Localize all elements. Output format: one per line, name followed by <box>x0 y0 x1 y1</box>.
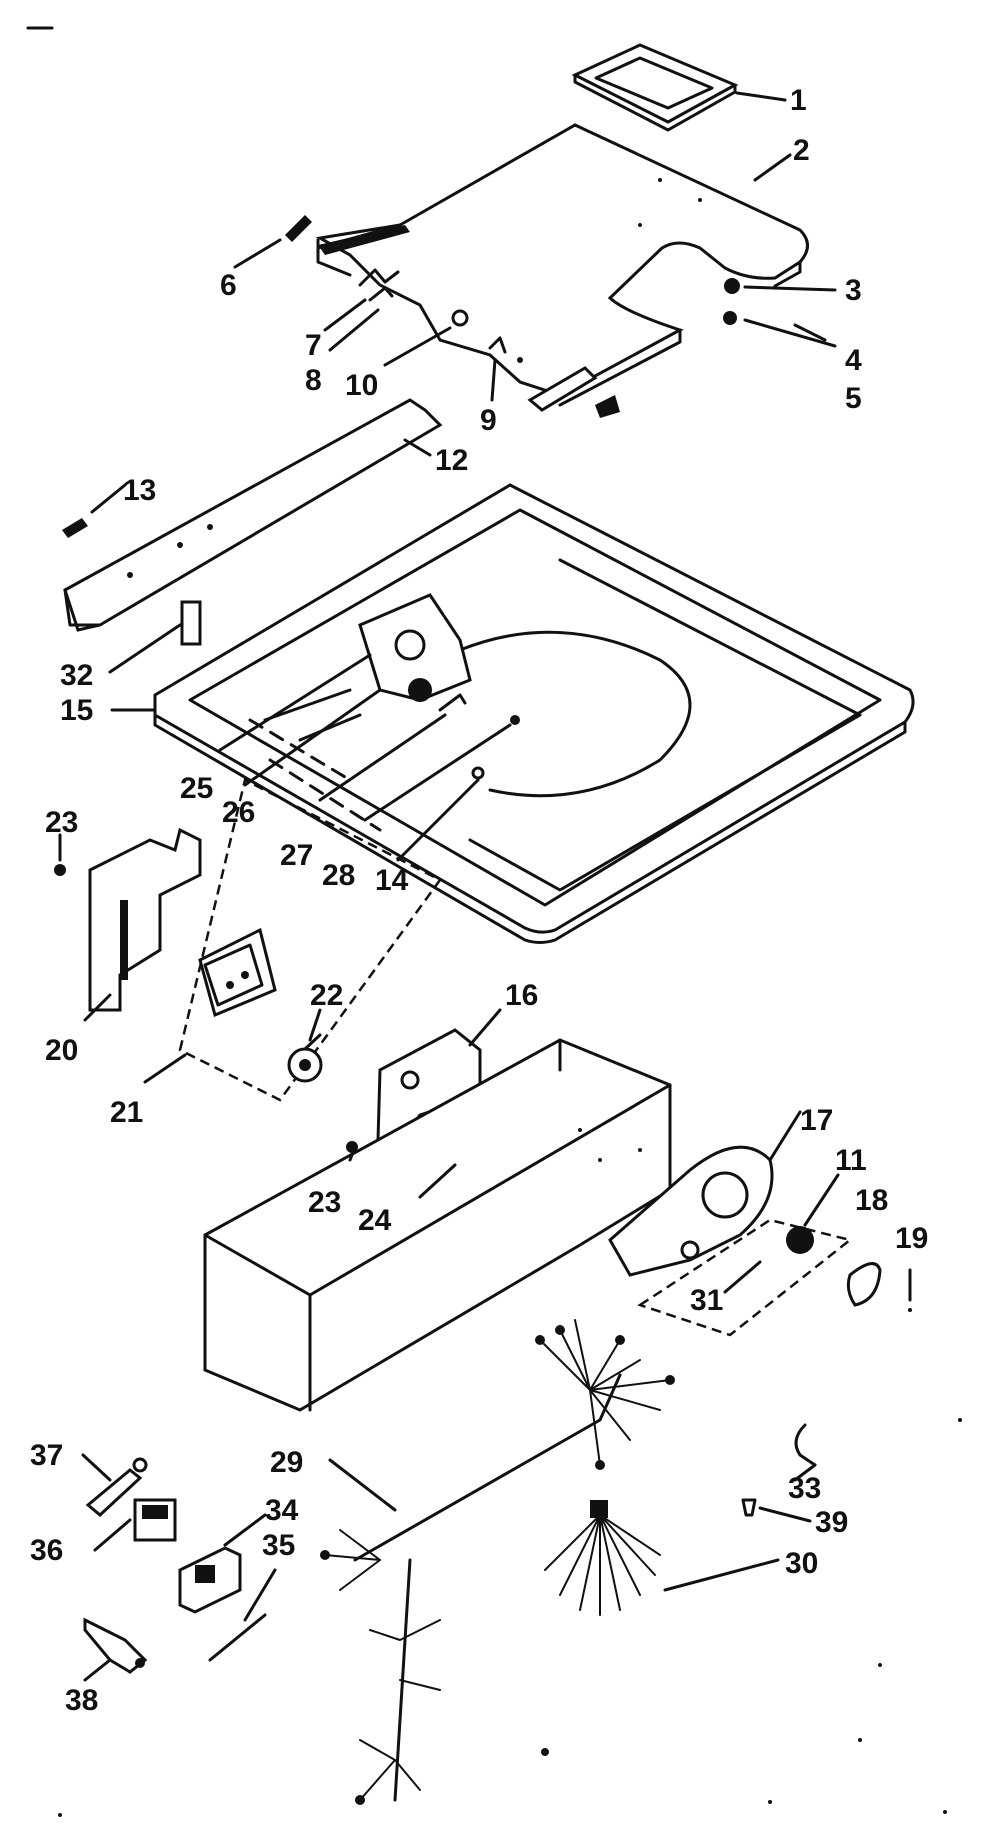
part-35-connector <box>208 1613 267 1662</box>
part-27-clip <box>438 693 467 712</box>
leader-lines <box>58 91 840 1682</box>
label-39: 39 <box>815 1506 848 1539</box>
label-16: 16 <box>505 979 538 1012</box>
label-26: 26 <box>222 796 255 829</box>
part-34-capacitor <box>178 1546 242 1614</box>
label-4: 4 <box>845 344 862 377</box>
part-31-plate <box>637 1218 853 1337</box>
part-29-wire-harness <box>320 1319 675 1805</box>
part-13-screw <box>62 518 88 538</box>
part-15-top-frame <box>153 483 915 944</box>
label-14: 14 <box>375 864 409 897</box>
label-28: 28 <box>322 859 355 892</box>
label-21: 21 <box>110 1096 143 1129</box>
label-2: 2 <box>793 134 810 167</box>
part-33-clip <box>794 1423 817 1467</box>
label-12: 12 <box>435 444 468 477</box>
label-30: 30 <box>785 1547 818 1580</box>
part-6-screw <box>285 215 312 242</box>
label-38: 38 <box>65 1684 98 1717</box>
label-23b: 23 <box>308 1186 341 1219</box>
label-23a: 23 <box>45 806 78 839</box>
part-3-knob <box>724 278 740 294</box>
label-11: 11 <box>835 1144 867 1177</box>
part-19-pin <box>908 1268 912 1312</box>
label-13: 13 <box>123 474 156 507</box>
label-37: 37 <box>30 1439 63 1472</box>
label-5: 5 <box>845 382 862 415</box>
part-1-lid-insert <box>571 43 739 132</box>
part-21-control-panel <box>178 778 442 1102</box>
label-18: 18 <box>855 1184 888 1217</box>
label-27: 27 <box>280 839 313 872</box>
part-2-top-cover <box>315 123 809 407</box>
part-30-terminal-bundle <box>544 1500 661 1616</box>
part-39-tie <box>741 1498 757 1517</box>
label-35: 35 <box>262 1529 295 1562</box>
part-38-terminal <box>83 1617 148 1674</box>
label-8: 8 <box>305 364 322 397</box>
label-9: 9 <box>480 404 497 437</box>
part-28-screw <box>510 715 520 725</box>
part-10-spring <box>451 309 469 327</box>
label-29: 29 <box>270 1446 303 1479</box>
label-10: 10 <box>345 369 378 402</box>
label-32: 32 <box>60 659 93 692</box>
part-23-nut-upper <box>54 864 66 876</box>
label-22: 22 <box>310 979 343 1012</box>
scan-speckles <box>58 1418 962 1817</box>
label-3: 3 <box>845 274 862 307</box>
part-number-labels: 1 2 3 4 5 6 7 8 9 10 11 12 13 14 15 16 1… <box>30 84 928 1717</box>
label-33: 33 <box>788 1472 821 1505</box>
part-7-8-clips <box>358 268 400 302</box>
label-1: 1 <box>790 84 807 117</box>
part-4-pin <box>793 323 827 342</box>
label-36: 36 <box>30 1534 63 1567</box>
label-17: 17 <box>800 1104 833 1137</box>
part-12-rear-strip <box>63 398 443 632</box>
part-20-bracket <box>88 827 202 1012</box>
part-22-knob <box>287 1033 323 1083</box>
part-9-hook <box>488 336 507 354</box>
part-23-nut-lower <box>346 1141 358 1153</box>
part-37-fuse <box>85 1457 148 1517</box>
part-32-bracket <box>180 600 202 646</box>
label-7: 7 <box>305 329 322 362</box>
label-24: 24 <box>358 1204 392 1237</box>
label-25: 25 <box>180 772 213 805</box>
part-5-knob <box>723 311 737 325</box>
label-19: 19 <box>895 1222 928 1255</box>
label-6: 6 <box>220 269 237 302</box>
label-20: 20 <box>45 1034 78 1067</box>
label-31: 31 <box>690 1284 723 1317</box>
part-14-screw <box>471 766 485 780</box>
part-36-relay <box>133 1498 177 1542</box>
part-25-26-wire <box>263 688 362 742</box>
label-34: 34 <box>265 1494 299 1527</box>
part-18-seal <box>846 1262 882 1307</box>
label-15: 15 <box>60 694 93 727</box>
hinge-assembly <box>517 357 620 418</box>
cabinet-front-panel <box>203 1038 672 1412</box>
